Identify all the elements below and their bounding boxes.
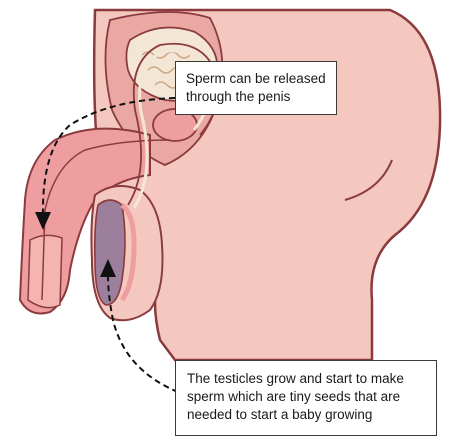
release-callout: Sperm can be released through the penis <box>175 61 337 115</box>
testicles-callout-line-2: sperm which are tiny seeds that are <box>187 388 430 406</box>
testicle <box>95 200 125 305</box>
release-callout-line-2: through the penis <box>186 88 328 106</box>
testicles-callout-line-3: needed to start a baby growing <box>187 406 430 424</box>
glans <box>28 235 62 307</box>
testicles-callout-line-1: The testicles grow and start to make <box>187 370 430 388</box>
testicles-callout: The testicles grow and start to make spe… <box>175 360 437 436</box>
release-callout-line-1: Sperm can be released <box>186 70 328 88</box>
